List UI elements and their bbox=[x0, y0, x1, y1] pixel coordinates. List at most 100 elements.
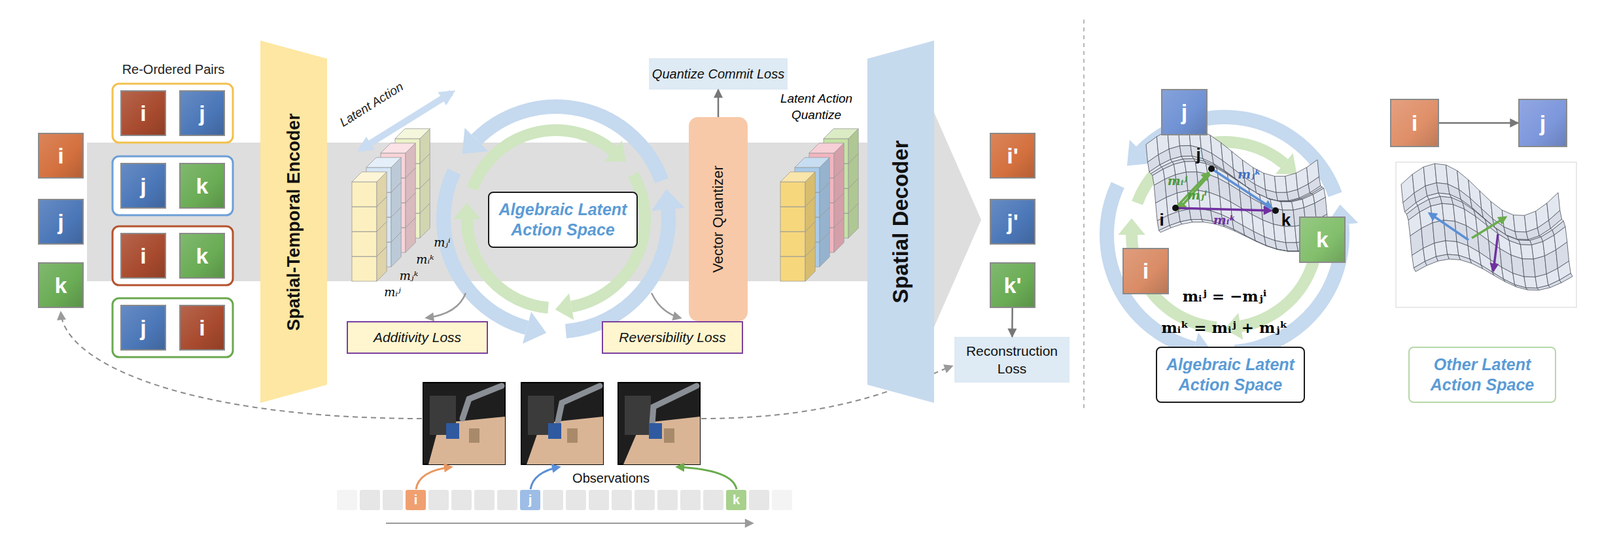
manifold-mesh bbox=[1189, 208, 1202, 220]
timeline-step bbox=[611, 489, 632, 511]
node-text: j bbox=[57, 209, 64, 235]
node-text: k bbox=[1316, 226, 1329, 253]
manifold-mesh bbox=[1514, 231, 1529, 240]
manifold-mesh bbox=[1537, 285, 1551, 290]
frame-tile: j bbox=[1518, 98, 1568, 148]
ring-arrowhead bbox=[604, 140, 627, 162]
cube-face bbox=[351, 206, 377, 232]
timeline-step bbox=[771, 489, 793, 511]
trapezoid-fill bbox=[260, 40, 328, 403]
annotation-label: Latent Action Quantize bbox=[767, 90, 866, 123]
sample-arrow bbox=[530, 467, 560, 490]
cube-side bbox=[848, 128, 859, 164]
manifold-mesh bbox=[1423, 163, 1437, 186]
annotation-label: mᵢᵏ bbox=[1213, 212, 1237, 227]
cube-face bbox=[351, 181, 377, 207]
timeline-step bbox=[680, 489, 701, 511]
manifold-mesh bbox=[1522, 259, 1536, 278]
node-text: Spatial Decoder bbox=[888, 139, 914, 303]
frame-tile: k bbox=[179, 232, 226, 279]
annotation-label: mᵢᵏ bbox=[416, 252, 434, 267]
network-block: Spatial Decoder bbox=[867, 40, 935, 403]
flow-band bbox=[86, 142, 938, 282]
timeline-step bbox=[428, 489, 449, 511]
node-text: i bbox=[1142, 258, 1149, 284]
ring-arc bbox=[472, 130, 613, 189]
timeline-step bbox=[497, 489, 518, 511]
photo-robot-arm bbox=[557, 385, 600, 422]
space-box: Algebraic Latent Action Space bbox=[487, 191, 638, 248]
node-text: Quantize Commit Loss bbox=[652, 66, 785, 82]
manifold-mesh bbox=[1191, 219, 1204, 222]
photo-cup bbox=[663, 428, 675, 443]
ring-arrowhead bbox=[522, 312, 547, 345]
node-text: i bbox=[57, 143, 64, 169]
pair-frame bbox=[112, 226, 233, 286]
manifold-mesh bbox=[1524, 276, 1538, 288]
photo-cup bbox=[469, 428, 480, 443]
timeline-step bbox=[588, 489, 609, 511]
sample-arrow bbox=[677, 467, 737, 490]
cube-side bbox=[376, 172, 387, 207]
annotation-label: i bbox=[1159, 209, 1164, 231]
cube-face bbox=[351, 256, 377, 282]
timeline-step bbox=[336, 489, 358, 511]
timeline-step bbox=[703, 489, 724, 511]
node-text: j bbox=[528, 492, 533, 508]
cube-face bbox=[351, 231, 377, 257]
annotation-label: mᵢʲ bbox=[383, 285, 401, 299]
timeline-step bbox=[474, 489, 495, 511]
manifold-arrow bbox=[1493, 234, 1498, 271]
timeline-step bbox=[748, 489, 770, 511]
photo-frame bbox=[423, 382, 505, 465]
annotation-label: mⱼᵏ bbox=[1237, 166, 1262, 182]
frame-tile: i bbox=[1390, 98, 1440, 148]
manifold-mesh bbox=[1436, 254, 1450, 261]
node-text: k bbox=[54, 272, 68, 299]
node-text: i bbox=[139, 243, 146, 269]
frame-tile: k bbox=[179, 162, 226, 209]
photo-frame bbox=[618, 382, 700, 465]
manifold-mesh bbox=[1533, 255, 1547, 277]
photo-cup bbox=[446, 423, 460, 439]
photo-cup bbox=[567, 428, 578, 443]
annotation-label: mⱼⁱ bbox=[433, 235, 451, 250]
node-text: Reconstruction Loss bbox=[960, 342, 1063, 379]
manifold-arrow bbox=[1471, 217, 1506, 239]
manifold-mesh bbox=[1518, 240, 1532, 245]
manifold-mesh bbox=[1434, 163, 1448, 184]
quantizer-box: Vector Quantizer bbox=[688, 117, 748, 322]
loss-arrow bbox=[651, 293, 681, 318]
timeline-frame: i bbox=[405, 489, 426, 511]
node-text: Additivity Loss bbox=[373, 329, 462, 346]
node-text: Vector Quantizer bbox=[709, 165, 727, 273]
space-box: Algebraic Latent Action Space bbox=[1155, 346, 1305, 403]
loss-box: Reversibility Loss bbox=[601, 321, 744, 354]
space-box: Other Latent Action Space bbox=[1408, 346, 1557, 403]
annotation-label: Observations bbox=[572, 470, 650, 487]
annotation-label: j bbox=[1195, 144, 1201, 165]
ring-arrowhead bbox=[1275, 153, 1298, 174]
node-text: Reversibility Loss bbox=[618, 329, 726, 346]
pair-frame bbox=[112, 83, 233, 143]
manifold-mesh bbox=[1184, 161, 1198, 173]
timeline-step bbox=[542, 489, 564, 511]
annotation-label: Latent Action bbox=[336, 79, 406, 130]
manifold-arrow bbox=[1429, 213, 1469, 241]
manifold-mesh bbox=[1413, 261, 1427, 273]
pair-frame bbox=[112, 156, 233, 216]
cube-side bbox=[819, 157, 830, 193]
ring-arrowhead bbox=[1117, 218, 1145, 235]
frame-tile: i bbox=[1122, 247, 1169, 295]
timeline-step bbox=[359, 489, 381, 511]
annotation-label: mⱼᵏ bbox=[399, 268, 418, 283]
node-text: i bbox=[139, 100, 146, 127]
node-text: j bbox=[1181, 99, 1188, 125]
timeline-frame: k bbox=[726, 489, 747, 511]
manifold-mesh bbox=[1276, 192, 1289, 201]
manifold-mesh bbox=[1520, 244, 1534, 260]
node-text: k bbox=[196, 243, 209, 269]
frame-tile: j bbox=[120, 304, 167, 351]
photo-bg-object bbox=[624, 395, 651, 435]
frame-tile: k bbox=[37, 262, 84, 309]
